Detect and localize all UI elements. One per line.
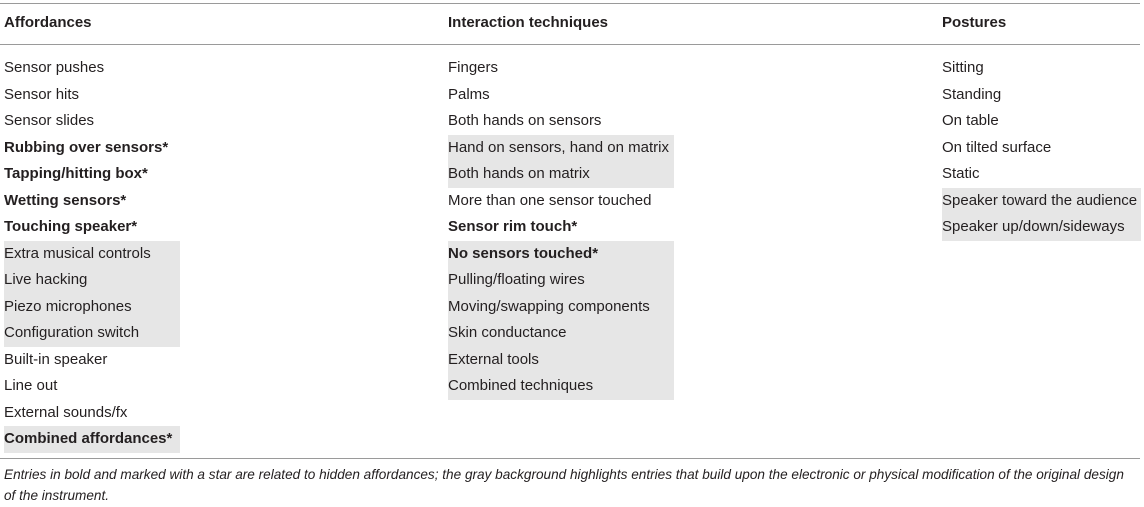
table-cell-text: Extra musical controls	[4, 240, 180, 267]
table-cell: Static	[942, 161, 1141, 188]
table-cell: Combined techniques	[448, 373, 674, 400]
table-cell-text: Static	[942, 165, 980, 182]
table-cell-text: Line out	[4, 377, 58, 394]
column-header-interaction-techniques: Interaction techniques	[448, 14, 609, 31]
table-cell: Both hands on matrix	[448, 161, 674, 188]
table-cell: On table	[942, 108, 1141, 135]
table-cell-text: Configuration switch	[4, 320, 180, 347]
table-cell-text: Sensor rim touch*	[448, 218, 578, 235]
table-cell: Both hands on sensors	[448, 108, 674, 135]
table-cell: Extra musical controls	[4, 240, 180, 267]
table-cell: Palms	[448, 82, 674, 109]
table-cell: Wetting sensors*	[4, 188, 180, 215]
table-cell-text: Piezo microphones	[4, 293, 180, 320]
table-cell-text: Sensor pushes	[4, 59, 105, 76]
table-cell-text: Hand on sensors, hand on matrix	[448, 134, 674, 161]
table-cell-text: Tapping/hitting box*	[4, 165, 148, 182]
table-cell: Sitting	[942, 55, 1141, 82]
table-cell-text: Moving/swapping components	[448, 293, 674, 320]
table-cell-text: Speaker toward the audience	[942, 187, 1141, 214]
table-cell: Combined affordances*	[4, 426, 180, 453]
table-cell-text: Combined affordances*	[4, 426, 180, 453]
table-cell-text: Sensor slides	[4, 112, 95, 129]
table-cell: No sensors touched*	[448, 240, 674, 267]
table-cell-text: Touching speaker*	[4, 218, 138, 235]
table-cell: Built-in speaker	[4, 347, 180, 374]
table-cell: Piezo microphones	[4, 293, 180, 320]
table-cell-text: Built-in speaker	[4, 350, 108, 368]
table-cell: Live hacking	[4, 267, 180, 294]
table-cell: External sounds/fx	[4, 400, 180, 427]
table-cell-text: On tilted surface	[942, 138, 1052, 156]
table-cell: Pulling/floating wires	[448, 267, 674, 294]
table-cell-text: Palms	[448, 85, 490, 103]
table-cell: More than one sensor touched	[448, 188, 674, 215]
column-header-affordances: Affordances	[4, 14, 92, 31]
table-bottom-rule	[0, 458, 1140, 459]
table-cell: Skin conductance	[448, 320, 674, 347]
table-cell: External tools	[448, 346, 674, 373]
table-cell: Line out	[4, 373, 180, 400]
table-cell: On tilted surface	[942, 135, 1141, 162]
table-cell-text: On table	[942, 112, 999, 129]
table-cell: Sensor slides	[4, 108, 180, 135]
table-cell: Hand on sensors, hand on matrix	[448, 134, 674, 161]
table-cell: Fingers	[448, 55, 674, 82]
table-cell: Standing	[942, 82, 1141, 109]
table-header-rule	[0, 44, 1140, 45]
table-cell-text: Live hacking	[4, 267, 180, 294]
table-cell-text: Fingers	[448, 59, 499, 76]
table-cell-text: Wetting sensors*	[4, 191, 127, 209]
table-top-rule	[0, 3, 1140, 4]
table-cell-text: Both hands on matrix	[448, 161, 674, 188]
table-cell-text: External tools	[448, 346, 674, 373]
table-cell-text: Both hands on sensors	[448, 112, 602, 129]
table-cell-text: Standing	[942, 85, 1002, 103]
table-cell-text: External sounds/fx	[4, 403, 128, 421]
table-cell: Rubbing over sensors*	[4, 135, 180, 162]
table-cell: Speaker up/down/sideways	[942, 214, 1141, 241]
table-cell-text: Sitting	[942, 59, 984, 76]
table-cell: Touching speaker*	[4, 214, 180, 241]
table-cell-text: Skin conductance	[448, 320, 674, 347]
table-cell-text: Combined techniques	[448, 373, 674, 400]
table-cell-text: Speaker up/down/sideways	[942, 214, 1141, 241]
table-cell-text: More than one sensor touched	[448, 191, 652, 209]
table-cell: Sensor pushes	[4, 55, 180, 82]
table-cell: Tapping/hitting box*	[4, 161, 180, 188]
table-cell: Sensor hits	[4, 82, 180, 109]
table-cell: Speaker toward the audience	[942, 187, 1141, 214]
table-cell-text: Rubbing over sensors*	[4, 138, 169, 156]
column-header-postures: Postures	[942, 14, 1007, 31]
table-cell-text: Sensor hits	[4, 85, 80, 103]
table-cell-text: Pulling/floating wires	[448, 267, 674, 294]
table-cell-text: No sensors touched*	[448, 240, 674, 267]
table-cell: Moving/swapping components	[448, 293, 674, 320]
table-cell: Configuration switch	[4, 320, 180, 347]
table-cell: Sensor rim touch*	[448, 214, 674, 241]
table-footnote: Entries in bold and marked with a star a…	[4, 467, 1124, 503]
